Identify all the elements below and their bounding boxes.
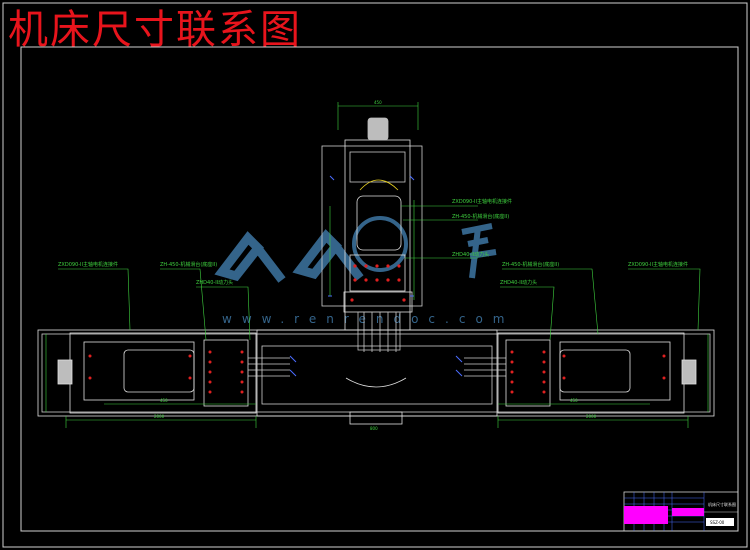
top-power-unit bbox=[321, 117, 423, 352]
right-slide-unit bbox=[464, 332, 697, 414]
dim-base-center: 800 bbox=[370, 426, 378, 431]
top-dimension-lines bbox=[329, 102, 478, 300]
right-unit-blue-marks bbox=[455, 355, 463, 377]
watermark: www.renrendoc.com bbox=[214, 216, 514, 326]
bottom-dimension-lines bbox=[45, 334, 709, 428]
drawing-title: 机床尺寸联系图 bbox=[8, 7, 302, 53]
top-unit-bolts bbox=[350, 264, 406, 302]
dim-right-length: 2000 bbox=[586, 414, 597, 419]
left-unit-blue-marks bbox=[289, 355, 297, 377]
callout-right-slide: ZH-450-机械滑台(底座II) bbox=[502, 261, 559, 268]
machine-bed bbox=[37, 329, 715, 425]
callout-power-head-top: ZHD40-II动力头 bbox=[452, 251, 489, 258]
callout-left-motor: ZXD090-II主轴电机连接件 bbox=[58, 261, 118, 268]
callout-spindle-motor: ZXD090-II主轴电机连接件 bbox=[452, 198, 512, 205]
dim-left-sub: 450 bbox=[160, 398, 168, 403]
title-block-name: 机床尺寸联系图 bbox=[708, 501, 736, 507]
leader-lines bbox=[58, 268, 701, 341]
left-unit-bolts bbox=[88, 350, 244, 394]
inner-frame bbox=[20, 46, 739, 532]
dim-left-length: 2000 bbox=[154, 414, 165, 419]
dim-top-width: 450 bbox=[374, 100, 382, 105]
dim-right-sub: 450 bbox=[570, 398, 578, 403]
left-slide-unit bbox=[57, 332, 290, 414]
top-unit-blue-marks bbox=[328, 175, 415, 297]
right-unit-bolts bbox=[510, 350, 666, 394]
callout-left-slide: ZH-450-机械滑台(底座II) bbox=[160, 261, 217, 268]
title-block: 机床尺寸联系图 SSZ-00 bbox=[623, 491, 739, 532]
callout-left-power-head: ZHD40-II动力头 bbox=[196, 279, 233, 286]
callout-mech-slide: ZH-450-机械滑台(底座II) bbox=[452, 213, 509, 220]
watermark-url: www.renrendoc.com bbox=[222, 312, 514, 326]
callout-right-motor: ZXD090-II主轴电机连接件 bbox=[628, 261, 688, 268]
title-block-code: SSZ-00 bbox=[710, 520, 725, 525]
callout-right-power-head: ZHD40-II动力头 bbox=[500, 279, 537, 286]
